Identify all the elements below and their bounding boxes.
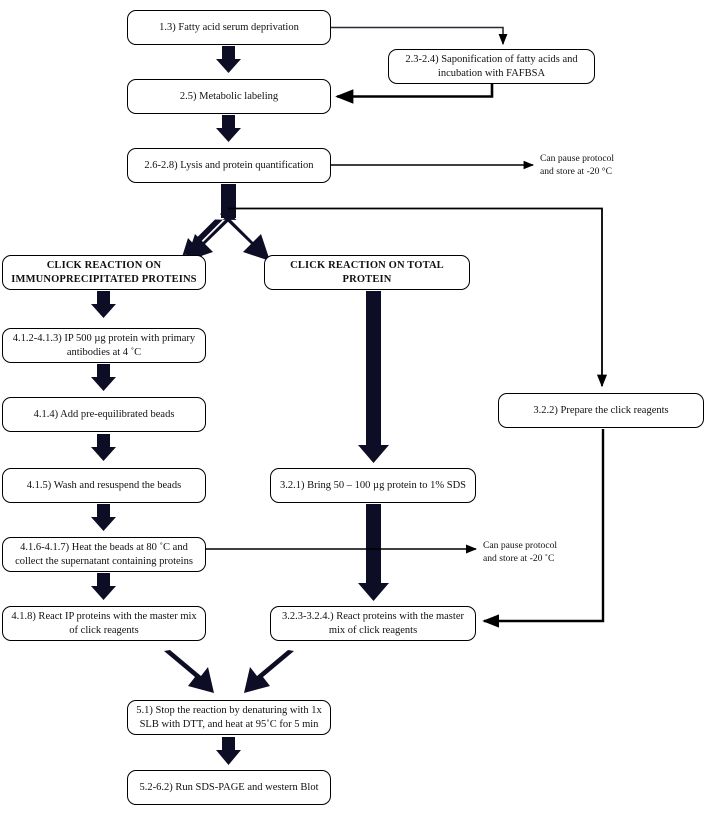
node-saponification-fafbsa[interactable]: 2.3-2.4) Saponification of fatty acids a… <box>388 49 595 84</box>
connector-prepare-reagents-to-step323 <box>482 429 605 628</box>
node-header-click-reaction-immunoprecipitated[interactable]: CLICK REACTION ON IMMUNOPRECIPITATED PRO… <box>2 255 206 290</box>
arrow-step416-to-step418 <box>91 573 116 600</box>
node-run-sds-page-western-blot[interactable]: 5.2-6.2) Run SDS-PAGE and western Blot <box>127 770 331 805</box>
arrow-labeling-to-lysis <box>216 115 241 142</box>
node-label: 3.2.3-3.2.4.) React proteins with the ma… <box>282 611 464 636</box>
node-label: 2.6-2.8) Lysis and protein quantificatio… <box>144 159 314 171</box>
node-react-proteins-master-mix[interactable]: 3.2.3-3.2.4.) React proteins with the ma… <box>270 606 476 641</box>
connector-saponification-to-labeling <box>335 84 494 104</box>
arrow-step412-to-step414 <box>91 364 116 391</box>
node-label: 2.3-2.4) Saponification of fatty acids a… <box>405 54 578 79</box>
node-metabolic-labeling[interactable]: 2.5) Metabolic labeling <box>127 79 331 114</box>
node-stop-reaction-denaturing[interactable]: 5.1) Stop the reaction by denaturing wit… <box>127 700 331 735</box>
node-wash-resuspend-beads[interactable]: 4.1.5) Wash and resuspend the beads <box>2 468 206 503</box>
node-label: CLICK REACTION ON TOTAL PROTEIN <box>290 260 444 285</box>
node-bring-protein-to-1-percent-sds[interactable]: 3.2.1) Bring 50 – 100 µg protein to 1% S… <box>270 468 476 503</box>
arrow-stop-reaction-to-western-blot <box>216 737 241 765</box>
node-label: 4.1.8) React IP proteins with the master… <box>11 611 197 636</box>
node-header-click-reaction-total-protein[interactable]: CLICK REACTION ON TOTAL PROTEIN <box>264 255 470 290</box>
node-label: 4.1.6-4.1.7) Heat the beads at 80 ˚C and… <box>15 542 193 567</box>
note-pause-protocol-after-lysis: Can pause protocol and store at -20 °C <box>540 153 615 177</box>
arrow-ip-header-to-step412 <box>91 291 116 318</box>
arrow-total-header-to-step321 <box>358 291 389 463</box>
connector-lysis-to-prepare-reagents <box>228 207 608 388</box>
node-label: CLICK REACTION ON IMMUNOPRECIPITATED PRO… <box>11 260 197 285</box>
arrow-lysis-split-stem <box>221 184 236 218</box>
arrow-step415-to-step416 <box>91 504 116 531</box>
node-label: 3.2.1) Bring 50 – 100 µg protein to 1% S… <box>279 479 466 491</box>
arrow-step321-to-step323 <box>358 504 389 601</box>
node-label: 5.1) Stop the reaction by denaturing wit… <box>136 705 322 730</box>
node-add-pre-equilibrated-beads[interactable]: 4.1.4) Add pre-equilibrated beads <box>2 397 206 432</box>
node-label: 4.1.5) Wash and resuspend the beads <box>26 479 182 491</box>
connector-deprivation-to-saponification <box>331 26 508 46</box>
note-pause-protocol-after-heat-beads: Can pause protocol and store at -20 ˚C <box>483 540 558 564</box>
node-label: 1.3) Fatty acid serum deprivation <box>159 21 299 33</box>
node-label: 3.2.2) Prepare the click reagents <box>533 404 669 416</box>
arrow-deprivation-to-labeling <box>216 46 241 73</box>
node-lysis-protein-quantification[interactable]: 2.6-2.8) Lysis and protein quantificatio… <box>127 148 331 183</box>
node-fatty-acid-serum-deprivation[interactable]: 1.3) Fatty acid serum deprivation <box>127 10 331 45</box>
arrow-step414-to-step415 <box>91 434 116 461</box>
node-ip-500ug-primary-antibodies[interactable]: 4.1.2-4.1.3) IP 500 µg protein with prim… <box>2 328 206 363</box>
node-label: 4.1.4) Add pre-equilibrated beads <box>33 408 175 420</box>
arrow-step418-to-stop-reaction <box>164 650 214 693</box>
node-label: 4.1.2-4.1.3) IP 500 µg protein with prim… <box>12 333 196 358</box>
node-heat-beads-collect-supernatant[interactable]: 4.1.6-4.1.7) Heat the beads at 80 ˚C and… <box>2 537 206 572</box>
node-prepare-click-reagents[interactable]: 3.2.2) Prepare the click reagents <box>498 393 704 428</box>
node-react-ip-proteins-master-mix[interactable]: 4.1.8) React IP proteins with the master… <box>2 606 206 641</box>
node-label: 2.5) Metabolic labeling <box>179 90 279 102</box>
arrow-split-right-branch <box>220 212 270 261</box>
node-label: 5.2-6.2) Run SDS-PAGE and western Blot <box>139 781 319 793</box>
arrow-step323-to-stop-reaction <box>244 650 294 693</box>
